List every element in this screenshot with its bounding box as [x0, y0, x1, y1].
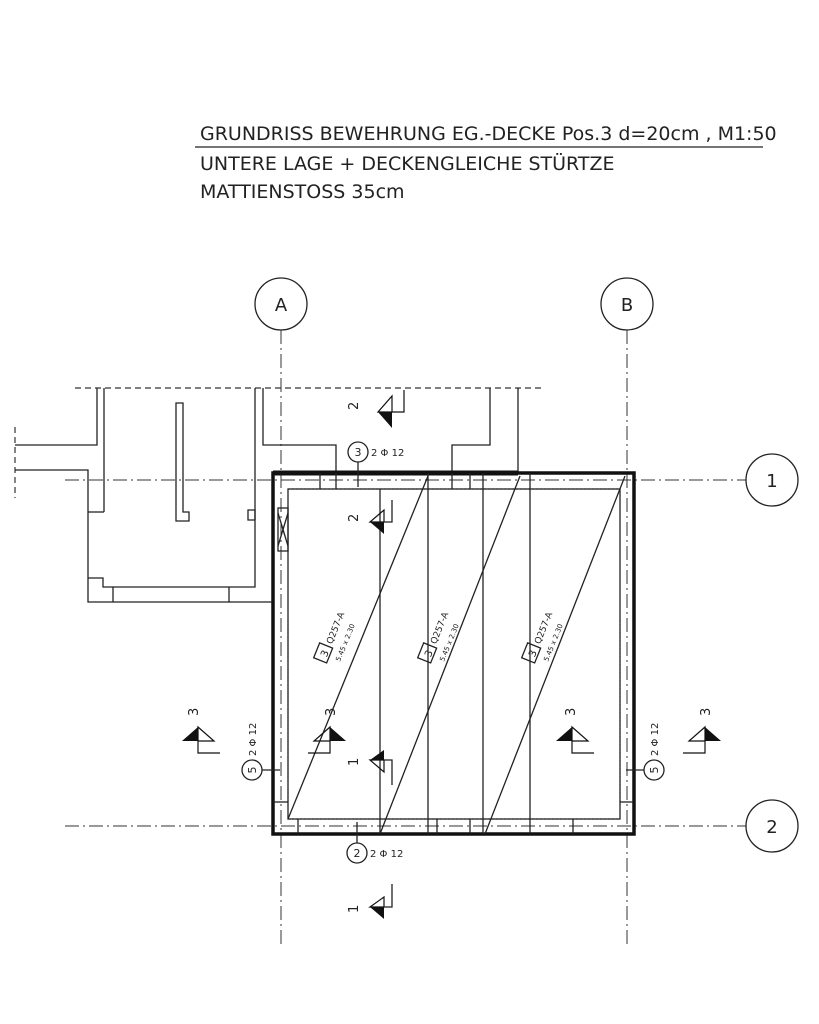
- section-label-1-mid: 1: [347, 758, 362, 766]
- svg-text:A: A: [275, 295, 288, 316]
- mesh-mats: [287, 473, 626, 835]
- section-label-2-mid: 2: [347, 514, 362, 522]
- grid-bubble-2: 2: [745, 799, 799, 853]
- svg-text:5: 5: [648, 767, 661, 774]
- svg-text:1: 1: [766, 471, 777, 492]
- drawing-subtitle: UNTERE LAGE + DECKENGLEICHE STÜRTZE: [200, 152, 615, 175]
- section-marker-3-b: [307, 726, 347, 754]
- section-label-3-b: 3: [324, 708, 339, 716]
- section-label-1-bottom: 1: [347, 905, 362, 913]
- rebar-label-left: 5 2 Φ 12: [241, 723, 280, 781]
- grid-bubble-1: 1: [745, 453, 799, 507]
- rebar-label-bottom: 2 2 Φ 12: [346, 822, 403, 864]
- section-label-2-top: 2: [347, 402, 362, 410]
- rebar-label-top: 3 2 Φ 12: [347, 441, 404, 487]
- svg-text:3: 3: [423, 649, 436, 659]
- mat-label-3: 3 Q257-A 5.45 x 2.30: [520, 610, 565, 664]
- svg-text:3: 3: [319, 649, 332, 659]
- section-marker-2-top: [377, 389, 405, 429]
- slab-outline: [271, 470, 636, 836]
- svg-text:B: B: [621, 295, 633, 316]
- section-marker-3-d: [682, 726, 722, 754]
- svg-text:2 Φ 12: 2 Φ 12: [370, 849, 403, 860]
- existing-walls: [14, 387, 545, 603]
- rebar-label-right: 5 2 Φ 12: [626, 723, 665, 781]
- section-marker-2-mid: [368, 500, 393, 534]
- section-label-3-a: 3: [187, 708, 202, 716]
- svg-text:2 Φ 12: 2 Φ 12: [371, 448, 404, 459]
- section-label-3-d: 3: [699, 708, 714, 716]
- svg-text:3: 3: [527, 649, 540, 659]
- svg-text:5: 5: [246, 767, 259, 774]
- svg-text:2: 2: [766, 817, 777, 838]
- svg-text:2 Φ 12: 2 Φ 12: [248, 723, 259, 756]
- section-marker-1-mid: [368, 750, 393, 785]
- section-marker-3-c: [555, 726, 595, 754]
- grid-axes: [65, 330, 746, 945]
- svg-text:2: 2: [354, 847, 361, 860]
- grid-bubble-b: B: [600, 277, 654, 331]
- section-marker-1-bottom: [368, 884, 393, 919]
- svg-text:3: 3: [355, 446, 362, 459]
- svg-text:2 Φ 12: 2 Φ 12: [650, 723, 661, 756]
- section-label-3-c: 3: [564, 708, 579, 716]
- drawing-title: GRUNDRISS BEWEHRUNG EG.-DECKE Pos.3 d=20…: [200, 123, 777, 145]
- grid-bubble-a: A: [254, 277, 308, 331]
- drawing-note: MATTIENSTOSS 35cm: [200, 181, 405, 203]
- section-marker-3-a: [181, 726, 221, 754]
